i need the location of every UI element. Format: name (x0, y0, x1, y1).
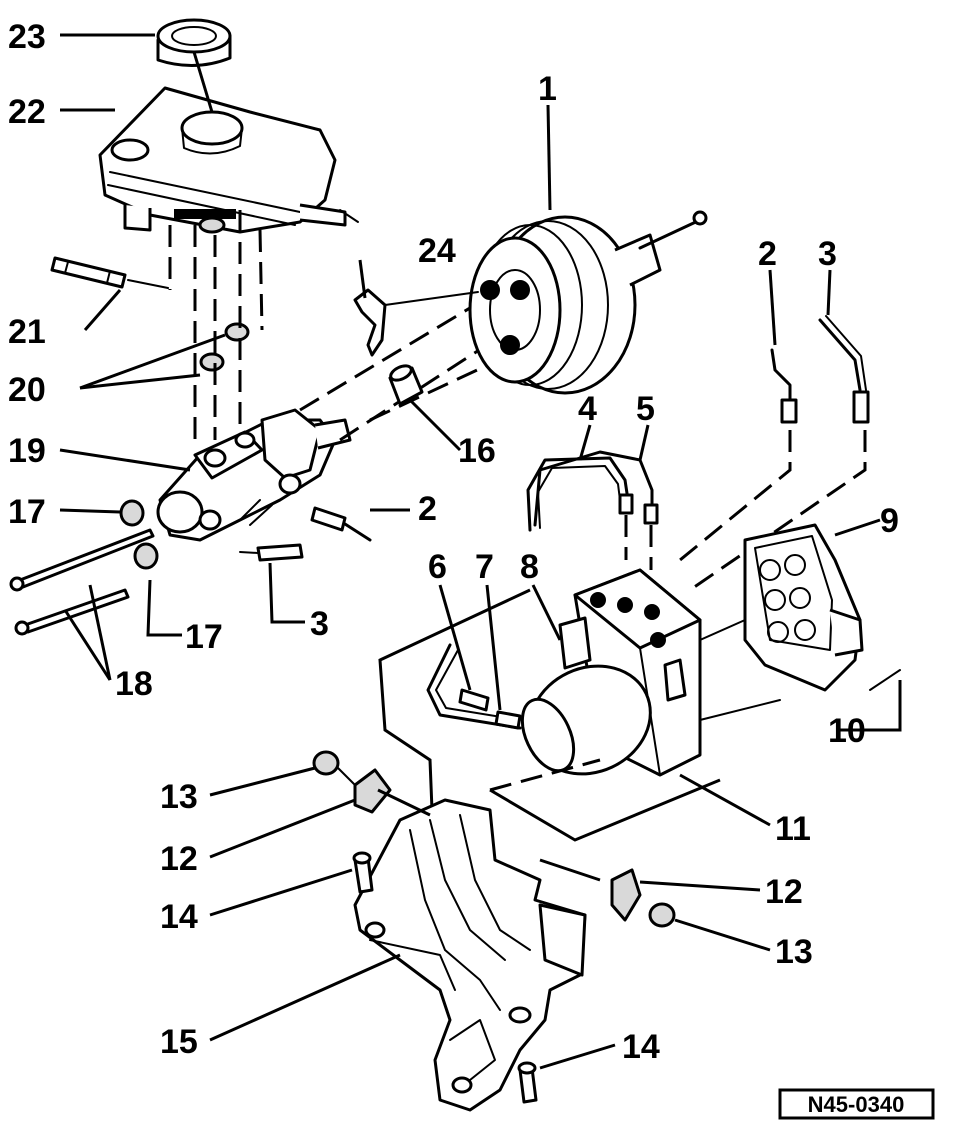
callout-4: 4 (578, 390, 597, 428)
callout-13-right: 13 (775, 933, 813, 971)
mounting-bracket (353, 798, 587, 1112)
bolt-right (517, 1061, 538, 1104)
callout-14-left: 14 (160, 898, 198, 936)
bolt-left (352, 851, 374, 894)
callout-11: 11 (775, 810, 811, 848)
nut-right (648, 902, 676, 928)
callout-22: 22 (8, 93, 46, 131)
callout-21: 21 (8, 313, 46, 351)
callout-2-right: 2 (758, 235, 777, 273)
callout-24: 24 (418, 232, 456, 270)
nuts-17 (119, 499, 159, 570)
retaining-pin (50, 256, 169, 289)
brake-booster (468, 210, 708, 395)
long-bolts (9, 528, 155, 636)
callout-7: 7 (475, 548, 494, 586)
callout-15: 15 (160, 1023, 198, 1061)
leader-lines (59, 33, 902, 1070)
callout-23: 23 (8, 18, 46, 56)
frame-line-bracket (489, 778, 721, 842)
callout-18: 18 (115, 665, 153, 703)
callout-16: 16 (458, 432, 496, 470)
callout-labels: 23 22 1 24 2 3 21 20 4 5 19 16 17 2 9 6 … (8, 18, 899, 1066)
assembly-line-2 (679, 430, 792, 562)
line-fitting-2-left (310, 506, 372, 542)
callout-2-left: 2 (418, 490, 437, 528)
retaining-clip (353, 288, 479, 357)
seal-ring (388, 364, 424, 406)
callout-17-top: 17 (8, 493, 46, 531)
reservoir-cap (156, 18, 232, 68)
callout-13-left: 13 (160, 778, 198, 816)
reservoir-cap-axis (192, 51, 214, 113)
assembly-line-booster-axis-2 (299, 288, 501, 412)
frame-line-mount-right (539, 858, 601, 882)
frame-line-mount-left (377, 788, 431, 817)
wiring-6-7 (426, 643, 522, 730)
assembly-lines-reservoir (168, 210, 264, 445)
callout-5: 5 (636, 390, 655, 428)
rubber-mount-right (610, 868, 642, 922)
reference-box: N45-0340 (778, 1088, 935, 1120)
brake-fluid-reservoir (98, 86, 359, 234)
frame-line-hydraulic (378, 588, 531, 811)
callout-20: 20 (8, 371, 46, 409)
callout-12-left: 12 (160, 840, 198, 878)
callout-6: 6 (428, 548, 447, 586)
reference-code: N45-0340 (808, 1092, 905, 1117)
callout-9: 9 (880, 502, 899, 540)
hydraulic-unit (520, 568, 781, 777)
callout-3-right: 3 (818, 235, 837, 273)
nut-left (312, 750, 356, 786)
screw-10 (869, 669, 901, 691)
callout-1: 1 (538, 70, 557, 108)
brake-line-2 (770, 348, 798, 424)
callout-8: 8 (520, 548, 539, 586)
callout-10: 10 (828, 712, 866, 750)
line-fitting-3-left (239, 543, 304, 562)
callout-19: 19 (8, 432, 46, 470)
seal-grommets (198, 216, 250, 372)
callout-14-right: 14 (622, 1028, 660, 1066)
brake-lines-4-5 (526, 450, 659, 532)
callout-12-right: 12 (765, 873, 803, 911)
master-cylinder (156, 408, 352, 542)
callout-17-bottom: 17 (185, 618, 223, 656)
assembly-line-bracket (489, 758, 601, 792)
rubber-mount-left (353, 768, 392, 814)
callout-3-left: 3 (310, 605, 329, 643)
abs-control-unit (743, 523, 864, 692)
brake-line-3 (818, 315, 870, 424)
